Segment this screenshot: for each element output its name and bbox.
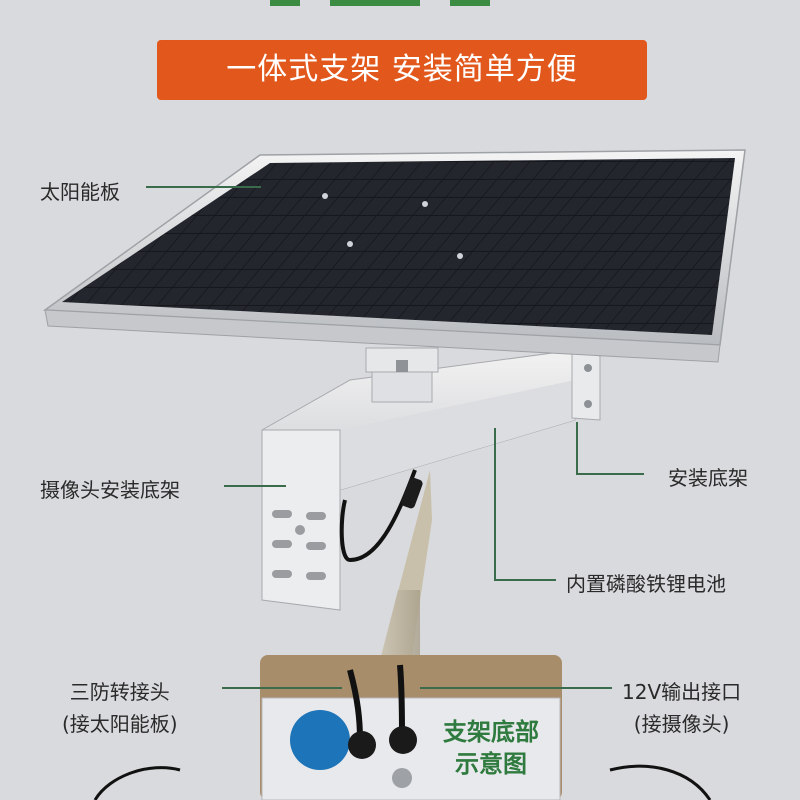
support-arm [261, 349, 601, 611]
label-output: 12V输出接口 (接摄像头) [622, 676, 741, 740]
leader-connector [222, 687, 342, 689]
label-output-line2: (接摄像头) [633, 712, 730, 736]
label-output-line1: 12V输出接口 [622, 680, 742, 704]
leader-camera-mount [224, 485, 286, 487]
tilt-mount [365, 347, 439, 403]
inset-caption-line1: 支架底部 [443, 718, 539, 746]
leader-install-base-h [576, 473, 644, 475]
label-install-base: 安装底架 [668, 466, 748, 490]
headline-banner: 一体式支架 安装简单方便 [157, 40, 647, 100]
solar-panel [42, 149, 746, 363]
right-corner-arc [609, 764, 712, 800]
label-camera-mount: 摄像头安装底架 [40, 478, 180, 502]
top-heading-fragment [270, 0, 490, 6]
label-connector-line1: 三防转接头 [69, 680, 170, 704]
leader-battery-h [494, 579, 556, 581]
leader-solar-panel [146, 186, 261, 188]
label-connector: 三防转接头 (接太阳能板) [62, 676, 178, 740]
leader-output [420, 687, 612, 689]
left-corner-arc [93, 766, 181, 800]
headline-text: 一体式支架 安装简单方便 [226, 52, 578, 87]
label-connector-line2: (接太阳能板) [62, 712, 178, 736]
mounting-pole [378, 470, 432, 668]
label-battery: 内置磷酸铁锂电池 [566, 572, 726, 596]
leader-battery-v [494, 428, 496, 580]
inset-caption-line2: 示意图 [455, 750, 527, 778]
leader-install-base-v [576, 422, 578, 474]
bracket-bottom-inset [260, 655, 562, 800]
inset-caption: 支架底部 示意图 [426, 716, 556, 780]
label-solar-panel: 太阳能板 [40, 180, 120, 204]
